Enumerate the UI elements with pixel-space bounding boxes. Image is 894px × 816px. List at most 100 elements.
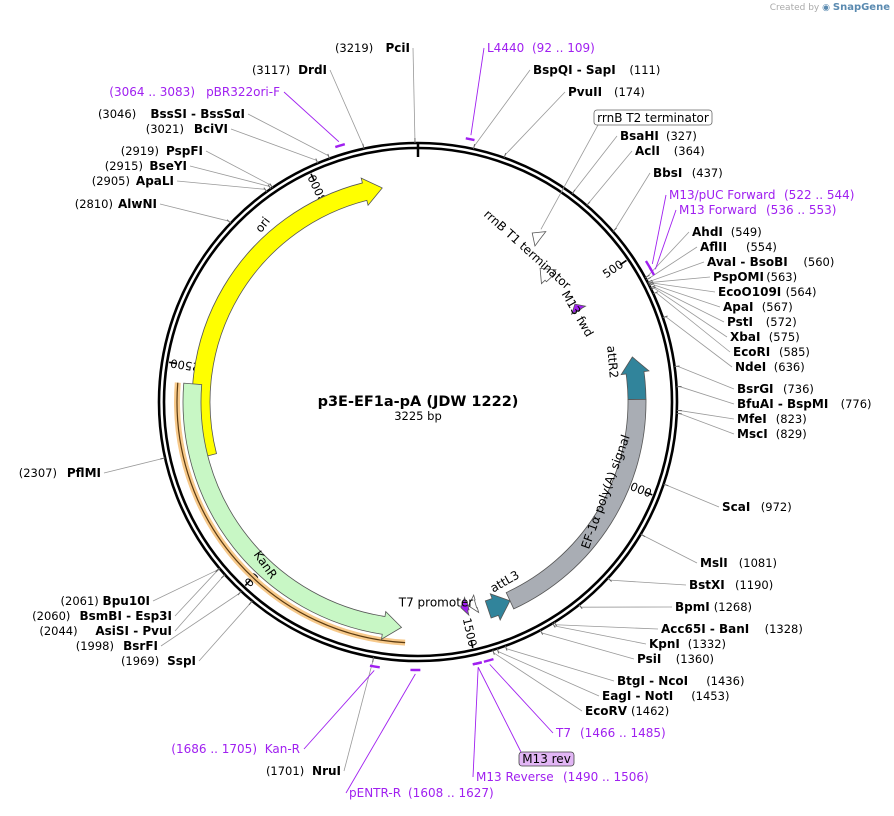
tick-label: 1500: [460, 616, 480, 648]
cut-site-name: EcoRV: [585, 704, 628, 718]
cut-site-name: ApaLI: [136, 174, 174, 188]
cut-site-name: BciVI: [194, 122, 228, 136]
cut-site-name: MslI: [700, 556, 728, 570]
cut-site-leader: [174, 576, 224, 632]
tick-mark: [310, 173, 316, 182]
primer-name: L4440: [487, 41, 524, 55]
snapgene-logo-icon: ◉: [822, 3, 830, 13]
cut-site-tick: [503, 152, 507, 158]
cut-site-position: (776): [841, 397, 872, 411]
cut-site-leader: [679, 413, 735, 435]
cut-site-position: (829): [776, 427, 807, 441]
cut-site-leader: [504, 91, 566, 156]
primer-l4440: L4440(92 .. 109): [465, 41, 595, 142]
cut-site-mfei: MfeI(823): [737, 412, 807, 426]
feature-label-m13-fwd: M13 fwd: [559, 288, 597, 339]
feature-ori: [191, 177, 383, 459]
cut-site-position: (2044): [39, 624, 77, 638]
cut-site-tick: [571, 189, 576, 195]
cut-site-name: BsaHI: [620, 129, 659, 143]
primer-mark: [648, 266, 656, 276]
cut-site-tick: [362, 143, 365, 149]
cut-site-leader: [610, 579, 687, 586]
cut-site-btgi-ncoi: BtgI - NcoI(1436): [617, 674, 744, 688]
feature-label-t7-promoter: T7 promoter: [398, 596, 474, 610]
cut-site-name: AlwNI: [118, 197, 157, 211]
cut-site-name: BsmBI - Esp3I: [80, 609, 172, 623]
cut-site-tick: [492, 649, 495, 655]
cut-site-ahdi: AhdI(549): [692, 225, 762, 239]
cut-site-psti: PstI(572): [727, 315, 797, 329]
cut-site-sspi: SspI(1969): [121, 654, 196, 668]
cut-site-position: (2060): [32, 609, 70, 623]
primer-m13-rev: M13 rev: [472, 661, 575, 767]
cut-site-name: BbsI: [653, 166, 682, 180]
cut-site-leader: [159, 203, 229, 222]
cut-site-leader: [588, 150, 633, 204]
rrnb-t2-label-box: [593, 109, 713, 126]
cut-site-avai-bsobi: AvaI - BsoBI(560): [707, 255, 834, 269]
cut-site-name: PvuII: [568, 85, 602, 99]
primer-name: M13/pUC Forward: [669, 188, 776, 202]
cut-site-position: (1190): [735, 578, 773, 592]
cut-site-leader: [554, 625, 647, 645]
cut-site-pspfi: PspFI(2919): [121, 144, 203, 158]
cut-site-tick: [586, 201, 591, 206]
feature-attr2: [620, 356, 650, 400]
center-label: p3E-EF1a-pA (JDW 1222) 3225 bp: [318, 394, 519, 423]
cut-site-bsssi-bsss-i: BssSI - BssSαI(3046): [98, 107, 245, 121]
credit-text: Created by: [769, 3, 820, 13]
cut-site-msli: MslI(1081): [700, 556, 777, 570]
cut-site-tick: [674, 365, 680, 368]
primer-leader: [654, 209, 677, 270]
cut-site-ndei: NdeI(636): [735, 360, 805, 374]
cut-site-name: PsiI: [637, 652, 661, 666]
cut-site-name: BsrFI: [123, 639, 158, 653]
cut-site-name: PstI: [727, 315, 753, 329]
cut-site-scai: ScaI(972): [722, 500, 792, 514]
cut-site-leader: [651, 283, 721, 308]
cut-site-leader: [174, 570, 218, 617]
snapgene-credit: Created by ◉ SnapGene: [770, 2, 890, 13]
cut-site-name: NruI: [312, 764, 341, 778]
primer-name: T7: [555, 726, 571, 740]
cut-site-eagi-noti: EagI - NotI(1453): [602, 689, 729, 703]
cut-site-bpu10i: Bpu10I(2061): [61, 594, 150, 608]
cut-site-position: (437): [692, 166, 723, 180]
cut-site-leader: [648, 246, 698, 279]
cut-site-leader: [647, 231, 690, 277]
cut-site-bsmbi-esp3i: BsmBI - Esp3I (2060): [32, 609, 172, 623]
primer-name: pENTR-R: [349, 786, 401, 800]
cut-site-tick: [607, 577, 612, 582]
cut-site-position: (174): [614, 85, 645, 99]
cut-site-tick: [648, 281, 654, 285]
feature-label-attr2: attR2: [604, 345, 621, 379]
cut-site-asisi-pvui: AsiSI - PvuI(2044): [39, 624, 172, 638]
feature-callout-rrnb-t2: rrnB T2 terminator: [593, 109, 713, 126]
cut-site-tick: [372, 657, 375, 663]
cut-site-position: (1701): [266, 764, 304, 778]
cut-site-ecorv: EcoRV(1462): [585, 704, 669, 718]
cut-site-tick: [650, 285, 656, 289]
primer-name: M13 Forward: [679, 203, 757, 217]
primer-m13-reverse: M13 Reverse(1490 .. 1506): [472, 661, 649, 784]
primer-leader: [651, 194, 667, 265]
cut-site-position: (2061): [61, 594, 99, 608]
cut-site-leader: [666, 484, 720, 508]
cut-site-aflii: AflII(554): [700, 240, 777, 254]
cut-site-pspomi: PspOMI(563): [713, 270, 797, 284]
cut-site-position: (1453): [691, 689, 729, 703]
primer-range: (1490 .. 1506): [563, 770, 649, 784]
cut-site-nrui: NruI (1701): [266, 764, 341, 778]
cut-site-name: BspQI - SapI: [533, 63, 616, 77]
cut-site-position: (554): [746, 240, 777, 254]
cut-site-position: (2919): [121, 144, 159, 158]
cut-site-name: ApaI: [723, 300, 753, 314]
cut-site-name: XbaI: [730, 330, 760, 344]
cut-site-leader: [555, 624, 659, 630]
cut-site-tick: [496, 648, 500, 654]
cut-site-pflmi: PflMI(2307): [19, 466, 101, 480]
cut-site-leader: [573, 135, 618, 192]
cut-site-name: DrdI: [298, 63, 327, 77]
feature-attl3: [484, 593, 511, 622]
